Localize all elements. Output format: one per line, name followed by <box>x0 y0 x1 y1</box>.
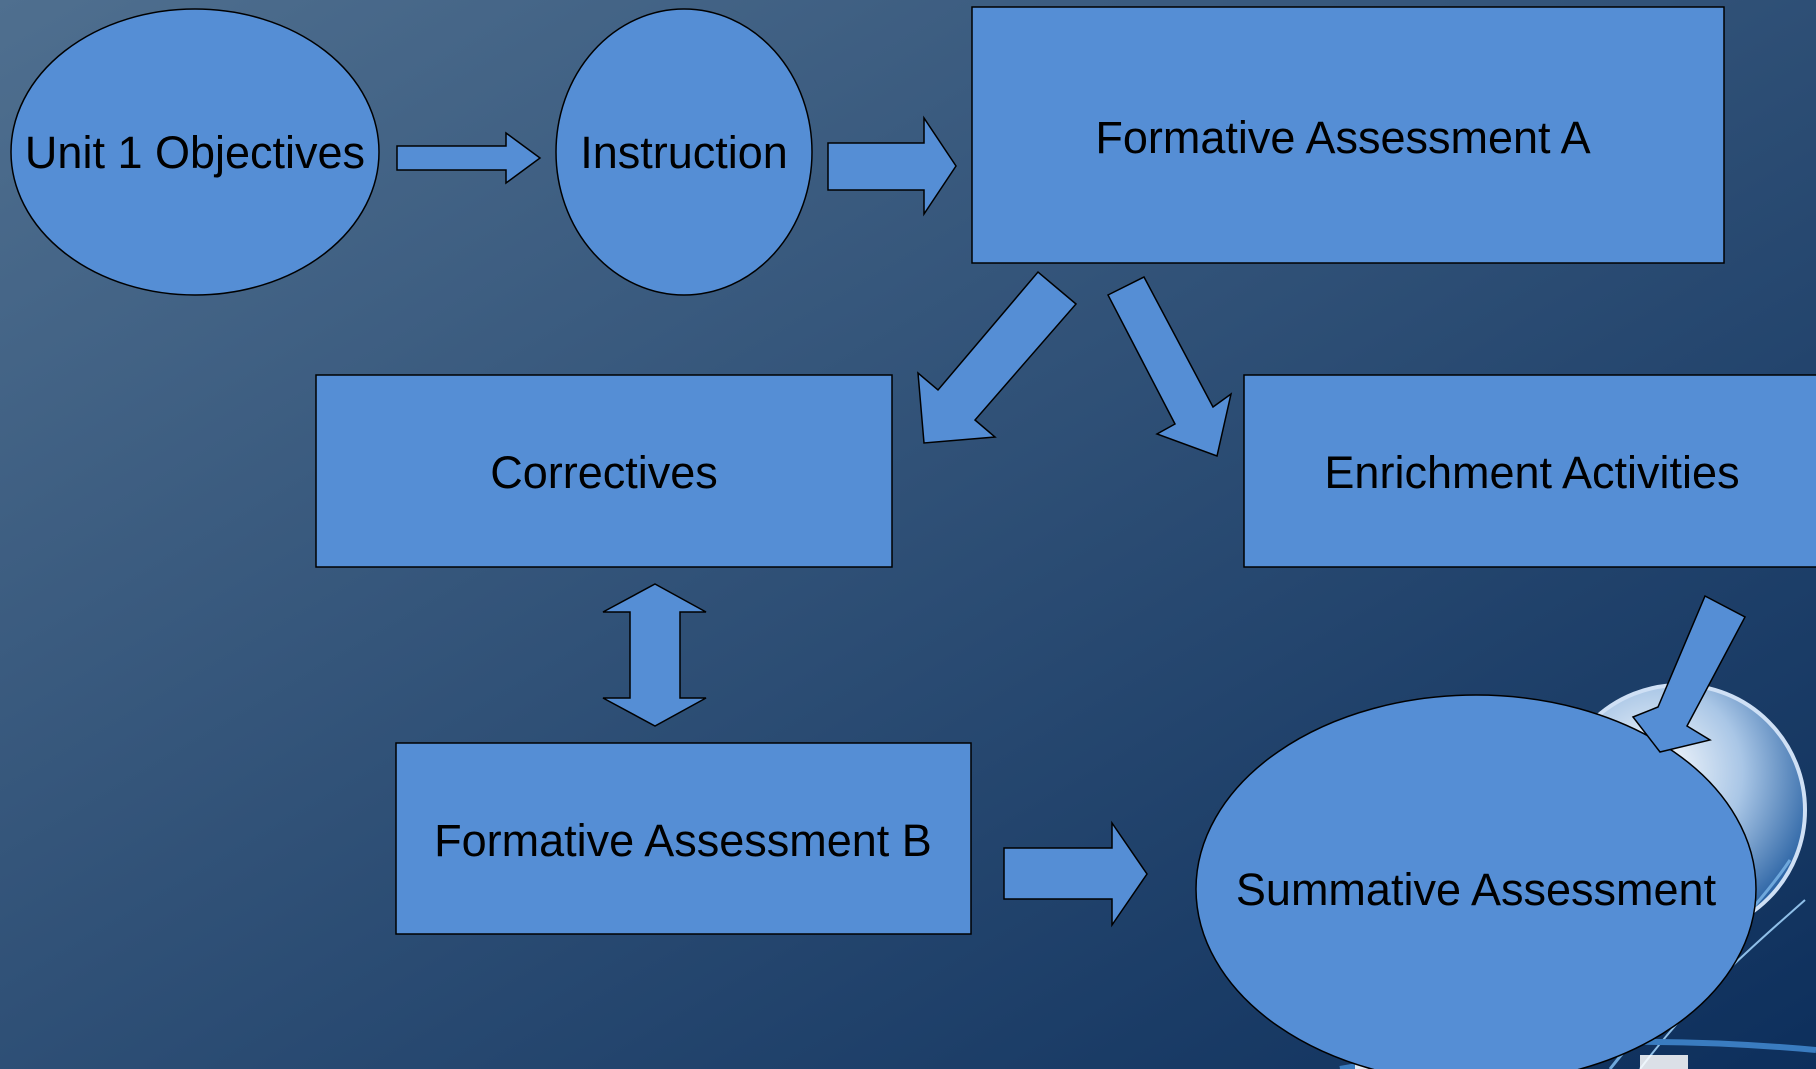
node-instruction-label: Instruction <box>580 127 788 178</box>
node-formative-b-label: Formative Assessment B <box>434 815 932 866</box>
node-summative: Summative Assessment <box>1195 694 1757 1069</box>
arrow-formative-a-to-enrichment-shaft <box>1106 276 1233 457</box>
node-instruction: Instruction <box>555 8 813 296</box>
arrow-correctives-formative-b-bidirectional <box>602 583 707 727</box>
node-correctives-label: Correctives <box>490 447 718 498</box>
arrow-enrichment-to-summative <box>1631 594 1747 753</box>
node-unit-objectives-label: Unit 1 Objectives <box>25 127 365 178</box>
node-formative-a: Formative Assessment A <box>971 6 1725 264</box>
arrow-formative-b-to-summative <box>1003 820 1148 928</box>
node-summative-label: Summative Assessment <box>1236 864 1717 915</box>
node-formative-b: Formative Assessment B <box>395 742 972 935</box>
node-enrichment: Enrichment Activities <box>1243 374 1816 568</box>
node-unit-objectives: Unit 1 Objectives <box>10 8 380 296</box>
arrow-objectives-to-instruction <box>396 131 542 185</box>
arrow-instruction-to-formative-a <box>827 115 957 217</box>
node-correctives: Correctives <box>315 374 893 568</box>
node-formative-a-label: Formative Assessment A <box>1095 112 1590 163</box>
arrow-formative-a-to-correctives <box>917 270 1078 444</box>
node-enrichment-label: Enrichment Activities <box>1324 447 1739 498</box>
